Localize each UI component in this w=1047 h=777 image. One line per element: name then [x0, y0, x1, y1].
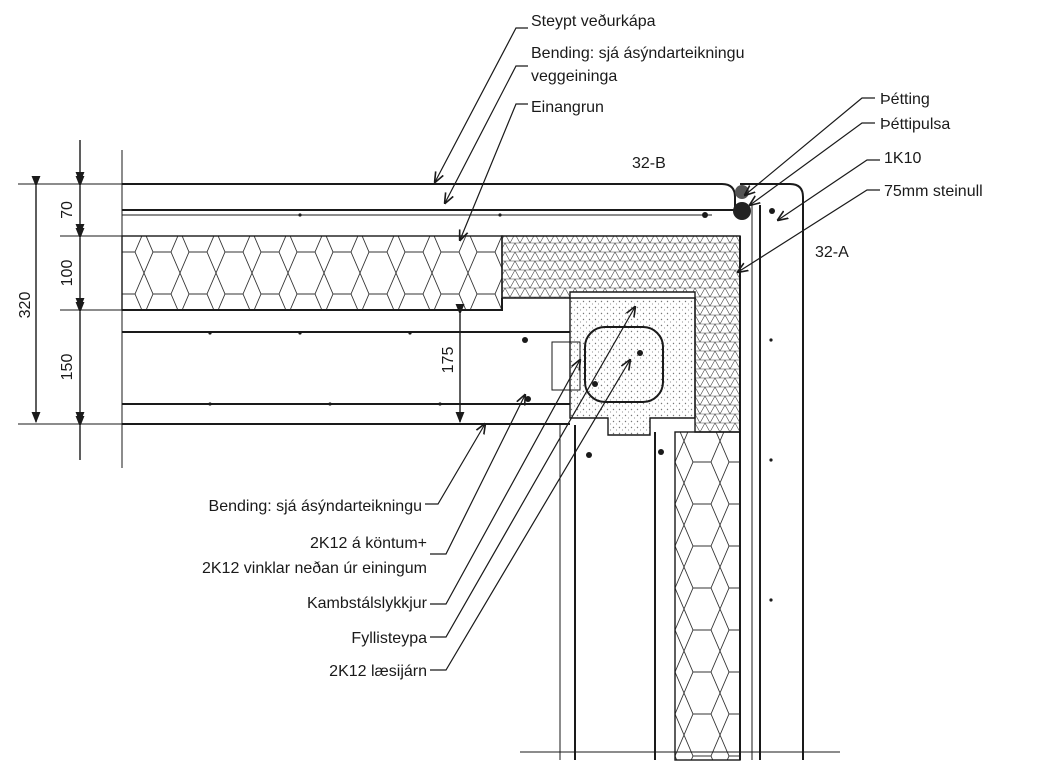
infill-concrete: [569, 297, 696, 436]
dim-100: 100: [59, 260, 76, 287]
dim-70: 70: [59, 201, 76, 219]
label-k12-kontum-2: 2K12 vinklar neðan úr einingum: [202, 560, 427, 577]
dim-175: 175: [440, 347, 457, 374]
horizontal-inner-leaf: [122, 298, 581, 425]
dimension-lines: [18, 140, 465, 460]
label-steinull: 75mm steinull: [884, 183, 983, 200]
vertical-wall: [520, 183, 840, 761]
label-steypt: Steypt veðurkápa: [531, 13, 656, 30]
label-bending-top-1: Bending: sjá ásýndarteikningu: [531, 45, 744, 62]
leaders-bottom: [425, 307, 635, 671]
rebar-dots: [208, 208, 775, 602]
label-k12-kontum-1: 2K12 á köntum+: [310, 535, 427, 552]
label-bending-bottom: Bending: sjá ásýndarteikningu: [209, 498, 422, 515]
label-1k10: 1K10: [884, 150, 921, 167]
label-pettipulsa: Þéttipulsa: [880, 116, 950, 133]
horizontal-outer-skin: [122, 183, 736, 216]
label-fyllisteypa: Fyllisteypa: [351, 630, 427, 647]
horizontal-insulation: [121, 235, 503, 311]
dim-150: 150: [59, 354, 76, 381]
label-einangrun: Einangrun: [531, 99, 604, 116]
dim-total: 320: [17, 292, 34, 319]
label-petting: Þétting: [880, 91, 930, 108]
label-kambstal: Kambstálslykkjur: [307, 595, 428, 612]
label-32a: 32-A: [815, 244, 849, 261]
label-bending-top-2: veggeininga: [531, 68, 617, 85]
label-laesijarn: 2K12 læsijárn: [329, 663, 427, 680]
label-32b: 32-B: [632, 155, 666, 172]
leaders-top: [435, 27, 880, 272]
